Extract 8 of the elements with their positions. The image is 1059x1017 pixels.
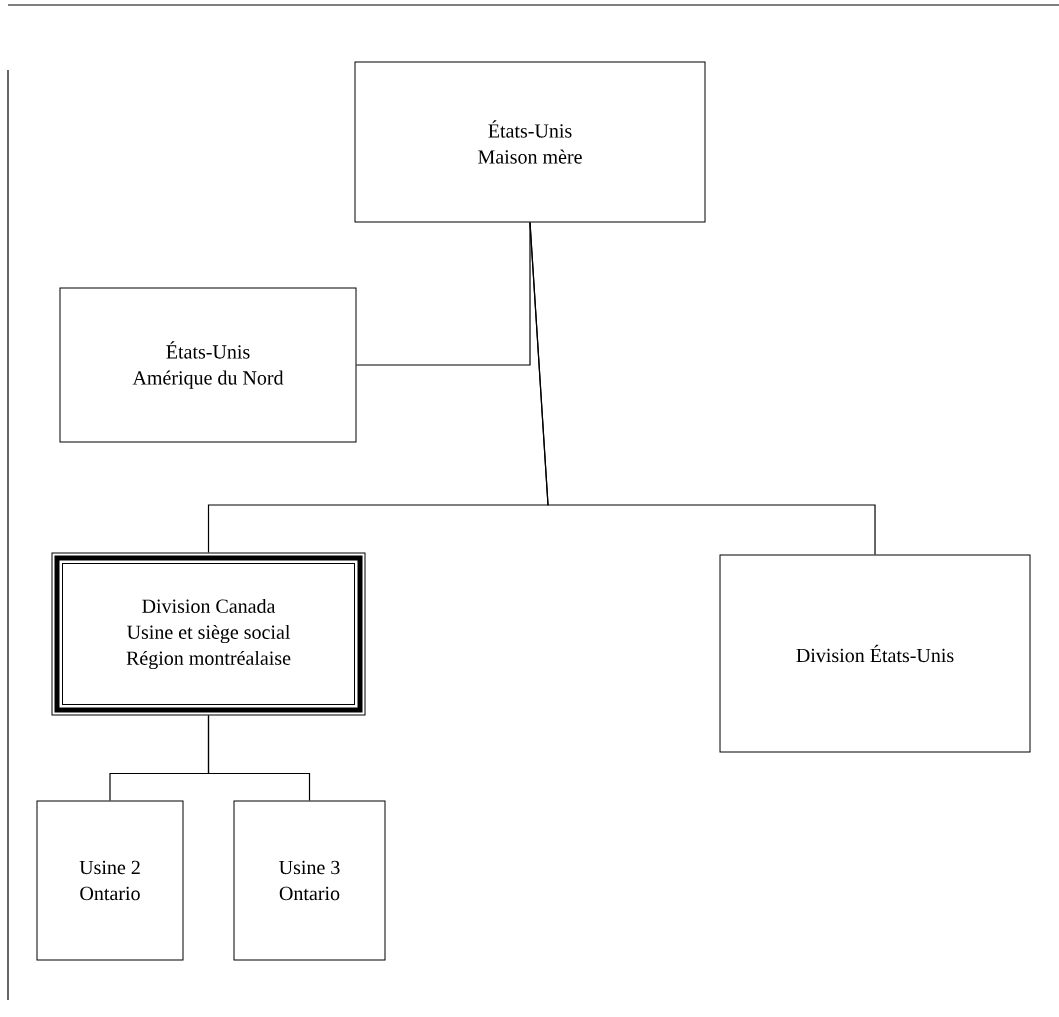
connector-line	[529, 221, 876, 556]
org-box: États-Unis Amérique du Nord	[59, 287, 357, 443]
org-box: Usine 2 Ontario	[36, 800, 184, 961]
connector-line	[207, 714, 311, 802]
org-box: États-Unis Maison mère	[354, 61, 706, 223]
org-box: Division États-Unis	[719, 554, 1031, 753]
highlighted-org-box: Division Canada Usine et siège social Région montréalaise	[51, 552, 366, 716]
org-box: Usine 3 Ontario	[233, 800, 386, 961]
